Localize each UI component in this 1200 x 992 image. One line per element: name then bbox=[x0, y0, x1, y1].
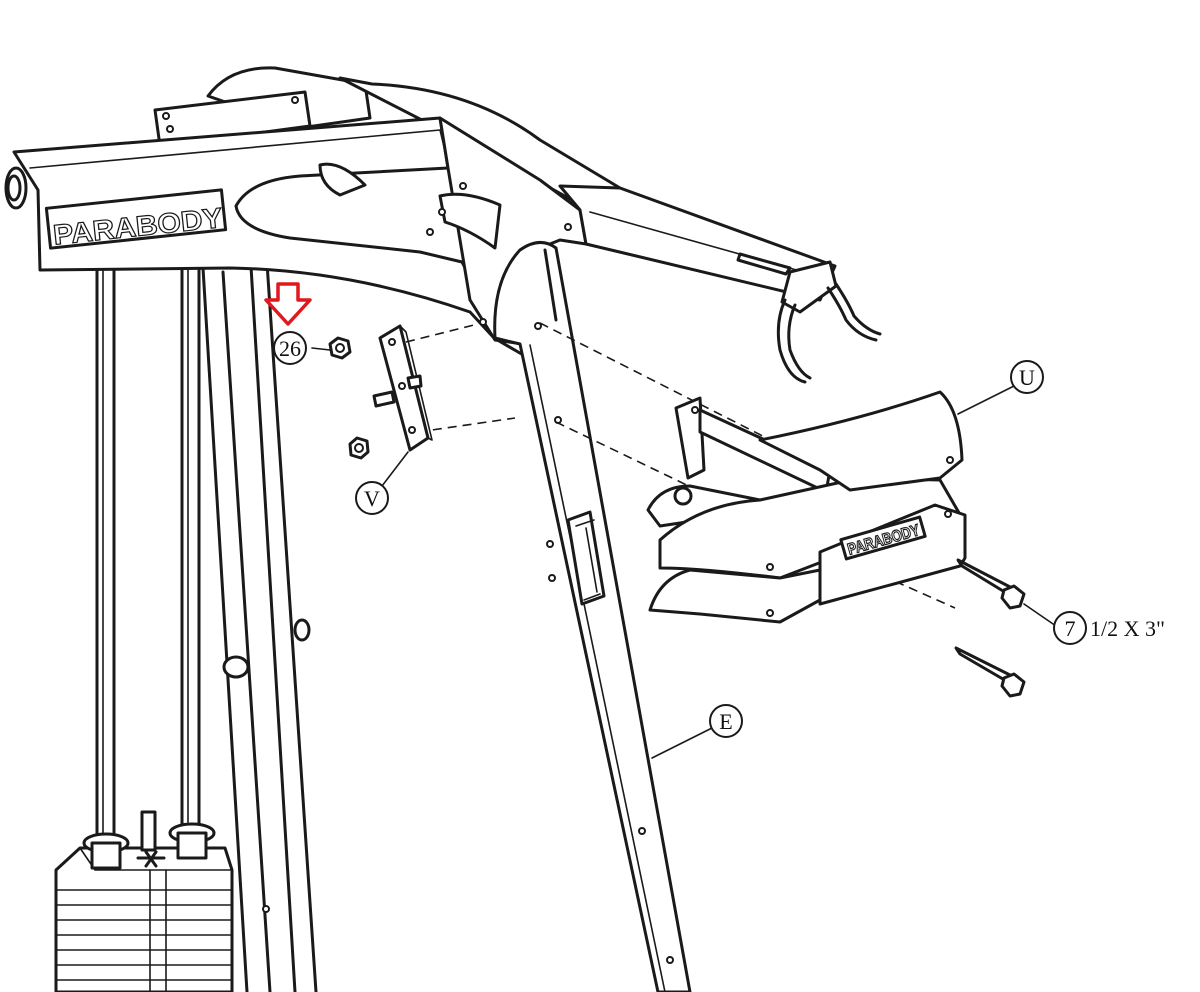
top-crossbar: PARABODY bbox=[4, 116, 527, 358]
callout-e: E bbox=[709, 704, 743, 738]
callout-u: U bbox=[1010, 360, 1044, 394]
callout-26: 26 bbox=[273, 331, 307, 365]
callout-v-label: V bbox=[364, 486, 380, 511]
callout-e-label: E bbox=[719, 709, 732, 734]
callout-u-label: U bbox=[1019, 365, 1035, 390]
leader-lines bbox=[311, 347, 1057, 759]
weight-stack bbox=[54, 810, 234, 992]
left-upright bbox=[201, 246, 318, 992]
red-arrow-marker bbox=[264, 282, 312, 326]
pad-assembly-u: PARABODY bbox=[646, 390, 967, 624]
callout-v: V bbox=[355, 481, 389, 515]
callout-7: 7 bbox=[1053, 611, 1087, 645]
callout-26-label: 26 bbox=[279, 336, 301, 361]
guide-rods bbox=[95, 260, 201, 840]
bolt-spec-label: 1/2 X 3" bbox=[1090, 616, 1165, 641]
bracket-plate-v bbox=[372, 324, 433, 452]
right-arm bbox=[558, 184, 882, 384]
bolts bbox=[954, 558, 1026, 698]
post-e bbox=[493, 241, 692, 992]
nut-hardware bbox=[328, 336, 370, 460]
callout-7-label: 7 bbox=[1065, 616, 1076, 641]
